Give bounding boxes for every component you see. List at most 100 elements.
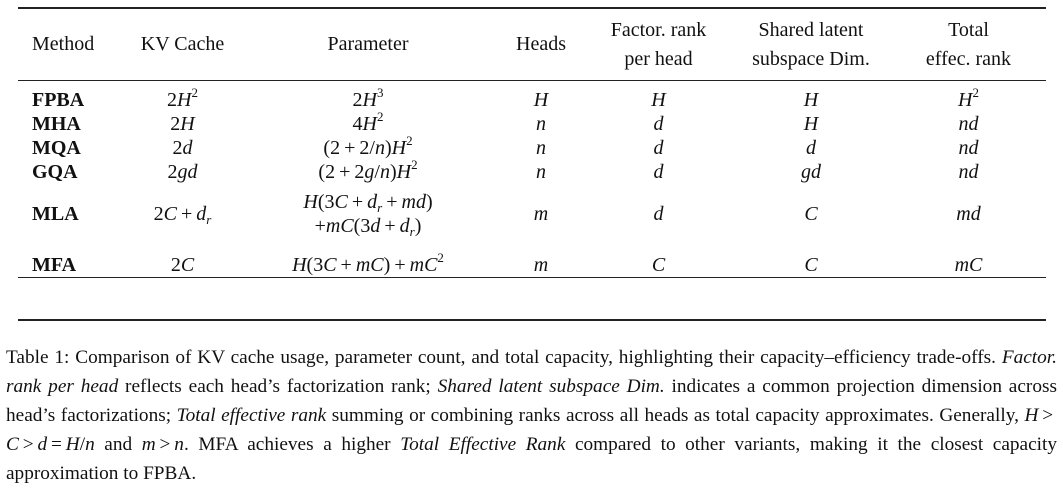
math-expression: d [806,137,816,159]
table-cell: 2H2 [125,80,240,112]
caption-text: indicates a common projection dimension … [6,376,1057,426]
table-cell: d [586,184,731,244]
math-expression: C [804,254,818,276]
math-expression: H2 [958,85,979,111]
table-caption: Table 1: Comparison of KV cache usage, p… [6,343,1057,488]
table-cell: mC [891,244,1046,286]
method-cell: MFA [32,254,77,276]
math-expression: 2gd [167,161,198,183]
column-header-line: subspace Dim. [752,47,870,70]
column-header-line: effec. rank [925,47,1012,70]
column-header-line: Factor. rank [610,18,707,41]
table-cell: d [586,112,731,136]
mfa-separator-rule [18,277,1046,279]
column-header-line: per head [624,47,693,70]
column-header: Total effec. rank [891,9,1046,80]
table-cell: C [586,244,731,286]
table-cell: d [731,136,891,160]
table-cell: 2H [125,112,240,136]
column-header: Shared latent subspace Dim. [731,9,891,80]
math-expression: nd [958,161,979,183]
math-expression: 2H [170,113,195,135]
math-expression: 2C [170,254,195,276]
table-cell: n [496,160,586,184]
table-cell: C [731,244,891,286]
caption-italic-text: Factor. rank per head [6,347,1057,397]
caption-text: reflects each head’s factorization rank; [118,376,438,397]
table-cell: n [496,136,586,160]
caption-italic-text: Total effective rank [176,405,327,426]
math-expression: n [536,113,546,135]
table-cell: d [586,136,731,160]
method-cell: GQA [32,161,78,183]
table-cell: H [731,80,891,112]
method-cell: MHA [32,113,81,135]
column-header-line: Parameter [327,33,409,55]
column-header-line: Total [948,18,989,41]
top-rule [18,7,1046,9]
math-expression: d [653,203,664,225]
math-expression: n [536,161,546,183]
math-expression: H(3C + dr + md) [303,191,433,215]
math-expression: n [536,137,546,159]
table-cell: H2 [891,80,1046,112]
table-cell: nd [891,160,1046,184]
math-expression: +mC(3d + dr) [314,215,422,239]
math-expression: md [956,203,981,225]
bottom-rule [18,319,1046,321]
math-expression: 4H2 [352,109,384,135]
caption-math: m > n [141,434,184,455]
math-expression: d [653,137,664,159]
column-header-line: Heads [516,33,566,55]
caption-text: . MFA achieves a higher [183,434,401,455]
table-cell: 2d [125,136,240,160]
table-header-row: Method KV Cache Parameter Heads Factor. rank… [18,9,1046,80]
table-cell: H [586,80,731,112]
caption-italic-text: Shared latent subspace Dim. [437,376,665,397]
caption-text: compared to other variants, making it th… [6,434,1057,484]
table-cell: (2 + 2g/n)H2 [240,157,496,184]
column-header-line: Method [32,33,95,55]
table-cell: 2C [125,244,240,286]
table-cell: n [496,112,586,136]
table-cell: C [731,184,891,244]
column-header-line: Shared latent [758,18,864,41]
math-expression: nd [958,137,979,159]
method-cell: MLA [32,203,79,225]
table-cell: H(3C + mC) + mC2 [240,244,496,286]
math-expression: d [653,113,664,135]
method-cell: MQA [32,137,81,159]
math-expression: C [804,203,818,225]
math-expression: mC [954,254,983,276]
column-header: Factor. rank per head [586,9,731,80]
table-cell: 2gd [125,160,240,184]
caption-italic-text: Total Effective Rank [400,434,566,455]
caption-text: Table 1: Comparison of KV cache usage, p… [6,347,1002,368]
math-expression: 2H3 [352,85,384,111]
math-expression: gd [801,161,821,183]
math-expression: 2C + dr [153,203,212,227]
math-expression: H(3C + mC) + mC2 [292,250,444,276]
math-expression: (2 + 2g/n)H2 [318,157,418,183]
math-expression: 2d [172,137,193,159]
caption-text: summing or combining ranks across all he… [326,405,1025,426]
table-cell: m [496,244,586,286]
column-header-line: KV Cache [140,33,225,55]
table-cell: H(3C + dr + md)+mC(3d + dr) [240,184,496,244]
math-expression: H [803,113,819,135]
math-expression: m [533,203,549,225]
math-expression: nd [958,113,979,135]
caption-math: H > C > d = H/n [6,405,1054,455]
table-cell: m [496,184,586,244]
math-expression: m [533,254,549,276]
math-expression: C [651,254,666,276]
table-cell: md [891,184,1046,244]
column-header: Heads [496,9,586,80]
table-cell: 2C + dr [125,184,240,244]
